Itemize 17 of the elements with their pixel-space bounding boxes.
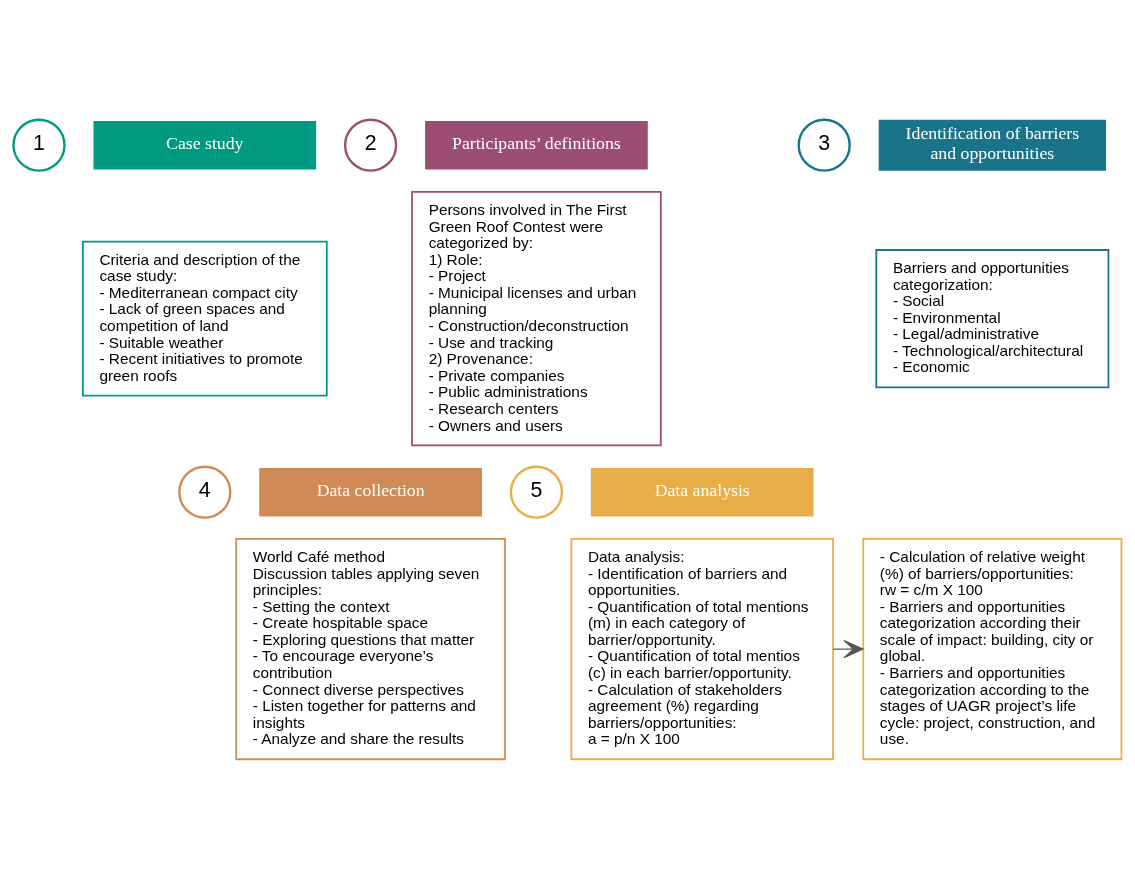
node-box: Criteria and description of the case study: - Mediterranean compact city - Lack of green spaces and competition of land - Suitable weather - Recent initiatives to promote green roofs [81, 240, 328, 397]
node-box: Persons involved in The First Green Roof Contest were categorized by: 1) Role: - Project - Municipal licenses and urban planning - Construction/deconstruction - Use and tracking 2) Provenance: - Private companies - Public administrations - Research centers - Owners and users [411, 191, 662, 447]
node-box: Data analysis: - Identification of barriers and opportunities. - Quantification of total mentions (m) in each category of barrier/opportunity. - Quantification of total mentios (c) in each barrier/opportunity. - Calculation of stakeholders agreement (%) regarding barriers/opportunities: a = p/n X 100 [570, 538, 834, 761]
node-box: - Calculation of relative weight (%) of barriers/opportunities: rw = c/m X 100 - Barriers and opportunities categorization according their scale of impact: building, city or global. - Barriers and opportunities categorization according to the stages of UAGR project’s life cycle: project, construction, and use. [862, 538, 1123, 761]
node-box: Data collection [259, 467, 482, 517]
node-box: World Café method Discussion tables applying seven principles: - Setting the context - Create hospitable space - Exploring questions that matter - To encourage everyone’s contribution - Connect diverse perspectives - Listen together for patterns and insights - Analyze and share the results [235, 538, 506, 761]
arrow [832, 640, 864, 659]
node-circle: 2 [343, 118, 398, 172]
node-box: Data analysis [590, 467, 814, 517]
node-circle: 4 [178, 465, 232, 519]
node-box: Participants’ definitions [425, 120, 648, 170]
node-box: Case study [93, 120, 317, 170]
node-circle: 3 [797, 118, 851, 172]
node-box: Identification of barriers and opportunities [878, 119, 1107, 171]
node-circle: 5 [509, 465, 564, 519]
node-box: Barriers and opportunities categorization: - Social - Environmental - Legal/administrative - Technological/architectural - Economic [875, 249, 1110, 389]
node-circle: 1 [12, 118, 66, 172]
